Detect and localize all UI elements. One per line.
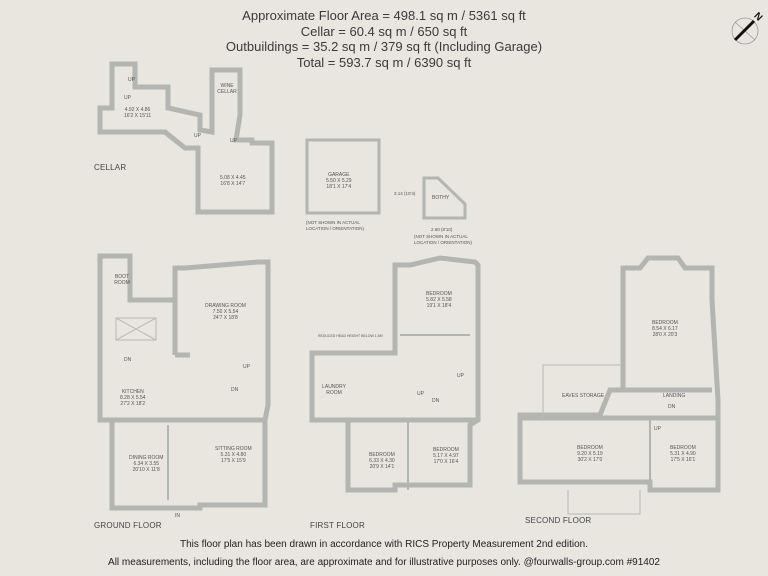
ground-floor-title: GROUND FLOOR xyxy=(94,521,162,530)
room-dims-imperial: 20'10 X 11'8 xyxy=(132,467,160,473)
stair-down-label: DN xyxy=(432,398,440,404)
first-floor-plan xyxy=(309,255,481,493)
room-dims-metric: 5.50 X 5.29 xyxy=(326,178,352,184)
room-name: GARAGE xyxy=(328,172,350,178)
room-dims-metric: 8.28 X 5.54 xyxy=(120,395,146,401)
floor-area-text: Approximate Floor Area = 498.1 sq m / 53… xyxy=(242,8,526,23)
room-dims-metric: 9.20 X 5.19 xyxy=(577,451,603,457)
stair-up-label: UP xyxy=(417,391,424,397)
room-name: DRAWING ROOM xyxy=(205,303,246,309)
room-dims-imperial: 28'0 X 20'3 xyxy=(652,332,678,338)
room-dims-imperial: 16'2 X 15'11 xyxy=(124,113,152,119)
room-dims-metric: 4.92 X 4.86 xyxy=(124,107,151,113)
stair-up-label: UP xyxy=(654,426,661,432)
first-floor-title: FIRST FLOOR xyxy=(310,521,365,530)
bedroom-3-label: BEDROOM 5.17 X 4.97 17'0 X 16'4 xyxy=(433,447,459,465)
room-name: DINING ROOM xyxy=(129,455,164,461)
cellar-area-text: Cellar = 60.4 sq m / 650 sq ft xyxy=(300,23,468,39)
room-name: SITTING ROOM xyxy=(215,446,252,452)
room-dims-metric: 7.50 X 5.54 xyxy=(212,309,239,315)
room-dims-imperial: 17'5 X 16'1 xyxy=(670,457,696,463)
ground-floor-plan xyxy=(97,253,271,511)
stair-up-label: UP xyxy=(243,364,250,370)
kitchen-label: KITCHEN 8.28 X 5.54 27'2 X 18'2 xyxy=(120,389,146,407)
bedroom-5-label: BEDROOM 9.20 X 5.19 30'2 X 17'0 xyxy=(577,445,603,463)
room-dims-imperial: 20'9 X 14'1 xyxy=(369,464,395,470)
garage-label: GARAGE 5.50 X 5.29 18'1 X 17'4 xyxy=(326,172,352,190)
stair-down-label: DN xyxy=(668,404,676,410)
bedroom-4-label: BEDROOM 8.54 X 6.17 28'0 X 20'3 xyxy=(652,320,678,338)
room-dims-imperial: 30'2 X 17'0 xyxy=(577,457,603,463)
garage-note: (NOT SHOWN IN ACTUAL LOCATION / ORIENTAT… xyxy=(306,220,365,231)
room-name: BEDROOM xyxy=(433,447,459,453)
outbuildings-area-text: Outbuildings = 35.2 sq m / 379 sq ft (In… xyxy=(225,39,543,54)
stair-down-label: DN xyxy=(231,387,239,393)
room-dims-metric: 5.17 X 4.97 xyxy=(433,453,459,459)
room-name: BEDROOM xyxy=(670,445,696,451)
room-dims-metric: 6.34 X 3.55 xyxy=(133,461,160,467)
wine-cellar-label: WINE CELLAR xyxy=(217,83,237,95)
landing-label: LANDING xyxy=(663,393,686,399)
cellar-title: CELLAR xyxy=(94,163,127,172)
cellar-room-3: 5.08 X 4.45 16'8 X 14'7 xyxy=(220,175,246,187)
bothy-bottom-dim: 2.60 (8'10) xyxy=(431,227,453,232)
stair-up-label: UP xyxy=(457,373,464,379)
dining-room-label: DINING ROOM 6.34 X 3.55 20'10 X 11'8 xyxy=(129,455,163,473)
room-dims-imperial: 18'1 X 17'4 xyxy=(326,184,352,190)
room-dims-metric: 5.31 X 4.80 xyxy=(220,452,247,458)
stair-up-label: UP xyxy=(128,77,135,83)
room-name: BEDROOM xyxy=(369,452,395,458)
head-height-legend: REDUCED HEAD HEIGHT BELOW 1.5M xyxy=(318,334,383,338)
second-floor-plan xyxy=(517,255,721,493)
laundry-room-label: LAUNDRY ROOM xyxy=(322,384,346,396)
bothy-plan xyxy=(422,176,467,220)
stair-up-label: UP xyxy=(194,133,201,139)
room-dims-imperial: 17'5 X 15'9 xyxy=(220,458,246,464)
room-name: BEDROOM xyxy=(426,291,452,297)
total-area-text: Total = 593.7 sq m / 6390 sq ft xyxy=(296,54,472,70)
second-floor-title: SECOND FLOOR xyxy=(525,516,592,525)
room-dims-imperial: 19'1 X 18'4 xyxy=(426,303,452,309)
cellar-plan xyxy=(97,61,275,215)
room-dims-imperial: 27'2 X 18'2 xyxy=(120,401,146,407)
disclaimer-line-1: This floor plan has been drawn in accord… xyxy=(180,539,588,550)
boot-room-label: BOOT ROOM xyxy=(114,274,130,286)
garage-plan xyxy=(305,138,381,215)
room-dims-metric: 5.08 X 4.45 xyxy=(220,175,246,181)
bedroom-1-label: BEDROOM 5.82 X 5.58 19'1 X 18'4 xyxy=(426,291,452,309)
room-dims-metric: 6.33 X 4.30 xyxy=(369,458,395,464)
bothy-side-dim: 3.14 (10'4) xyxy=(394,191,416,196)
room-dims-imperial: 16'8 X 14'7 xyxy=(220,181,246,187)
room-name: KITCHEN xyxy=(121,389,144,395)
bedroom-6-label: BEDROOM 5.31 X 4.90 17'5 X 16'1 xyxy=(670,445,696,463)
bedroom-2-label: BEDROOM 6.33 X 4.30 20'9 X 14'1 xyxy=(369,452,395,470)
stair-up-label: UP xyxy=(230,138,237,144)
entrance-label: IN xyxy=(175,513,180,519)
stair-down-label: DN xyxy=(124,357,132,363)
disclaimer-line-2: All measurements, including the floor ar… xyxy=(108,557,660,568)
room-dims-imperial: 17'0 X 16'4 xyxy=(433,459,459,465)
room-dims-imperial: 24'7 X 18'8 xyxy=(213,315,238,321)
bothy-note: (NOT SHOWN IN ACTUAL LOCATION / ORIENTAT… xyxy=(414,234,473,245)
eaves-storage-label: EAVES STORAGE xyxy=(562,393,605,399)
sitting-room-label: SITTING ROOM 5.31 X 4.80 17'5 X 15'9 xyxy=(215,446,252,464)
area-summary: Approximate Floor Area = 498.1 sq m / 53… xyxy=(0,8,768,70)
room-dims-metric: 8.54 X 6.17 xyxy=(652,326,678,332)
room-dims-metric: 5.31 X 4.90 xyxy=(670,451,696,457)
bothy-label: BOTHY xyxy=(432,195,450,201)
stair-up-label: UP xyxy=(124,95,131,101)
room-name: BEDROOM xyxy=(652,320,678,326)
cellar-room-1: 4.92 X 4.86 16'2 X 15'11 xyxy=(124,107,151,119)
room-dims-metric: 5.82 X 5.58 xyxy=(426,297,452,303)
drawing-room-label: DRAWING ROOM 7.50 X 5.54 24'7 X 18'8 xyxy=(205,303,246,321)
north-arrow-icon: N xyxy=(731,11,764,45)
disclaimer: This floor plan has been drawn in accord… xyxy=(0,536,768,572)
room-name: BEDROOM xyxy=(577,445,603,451)
